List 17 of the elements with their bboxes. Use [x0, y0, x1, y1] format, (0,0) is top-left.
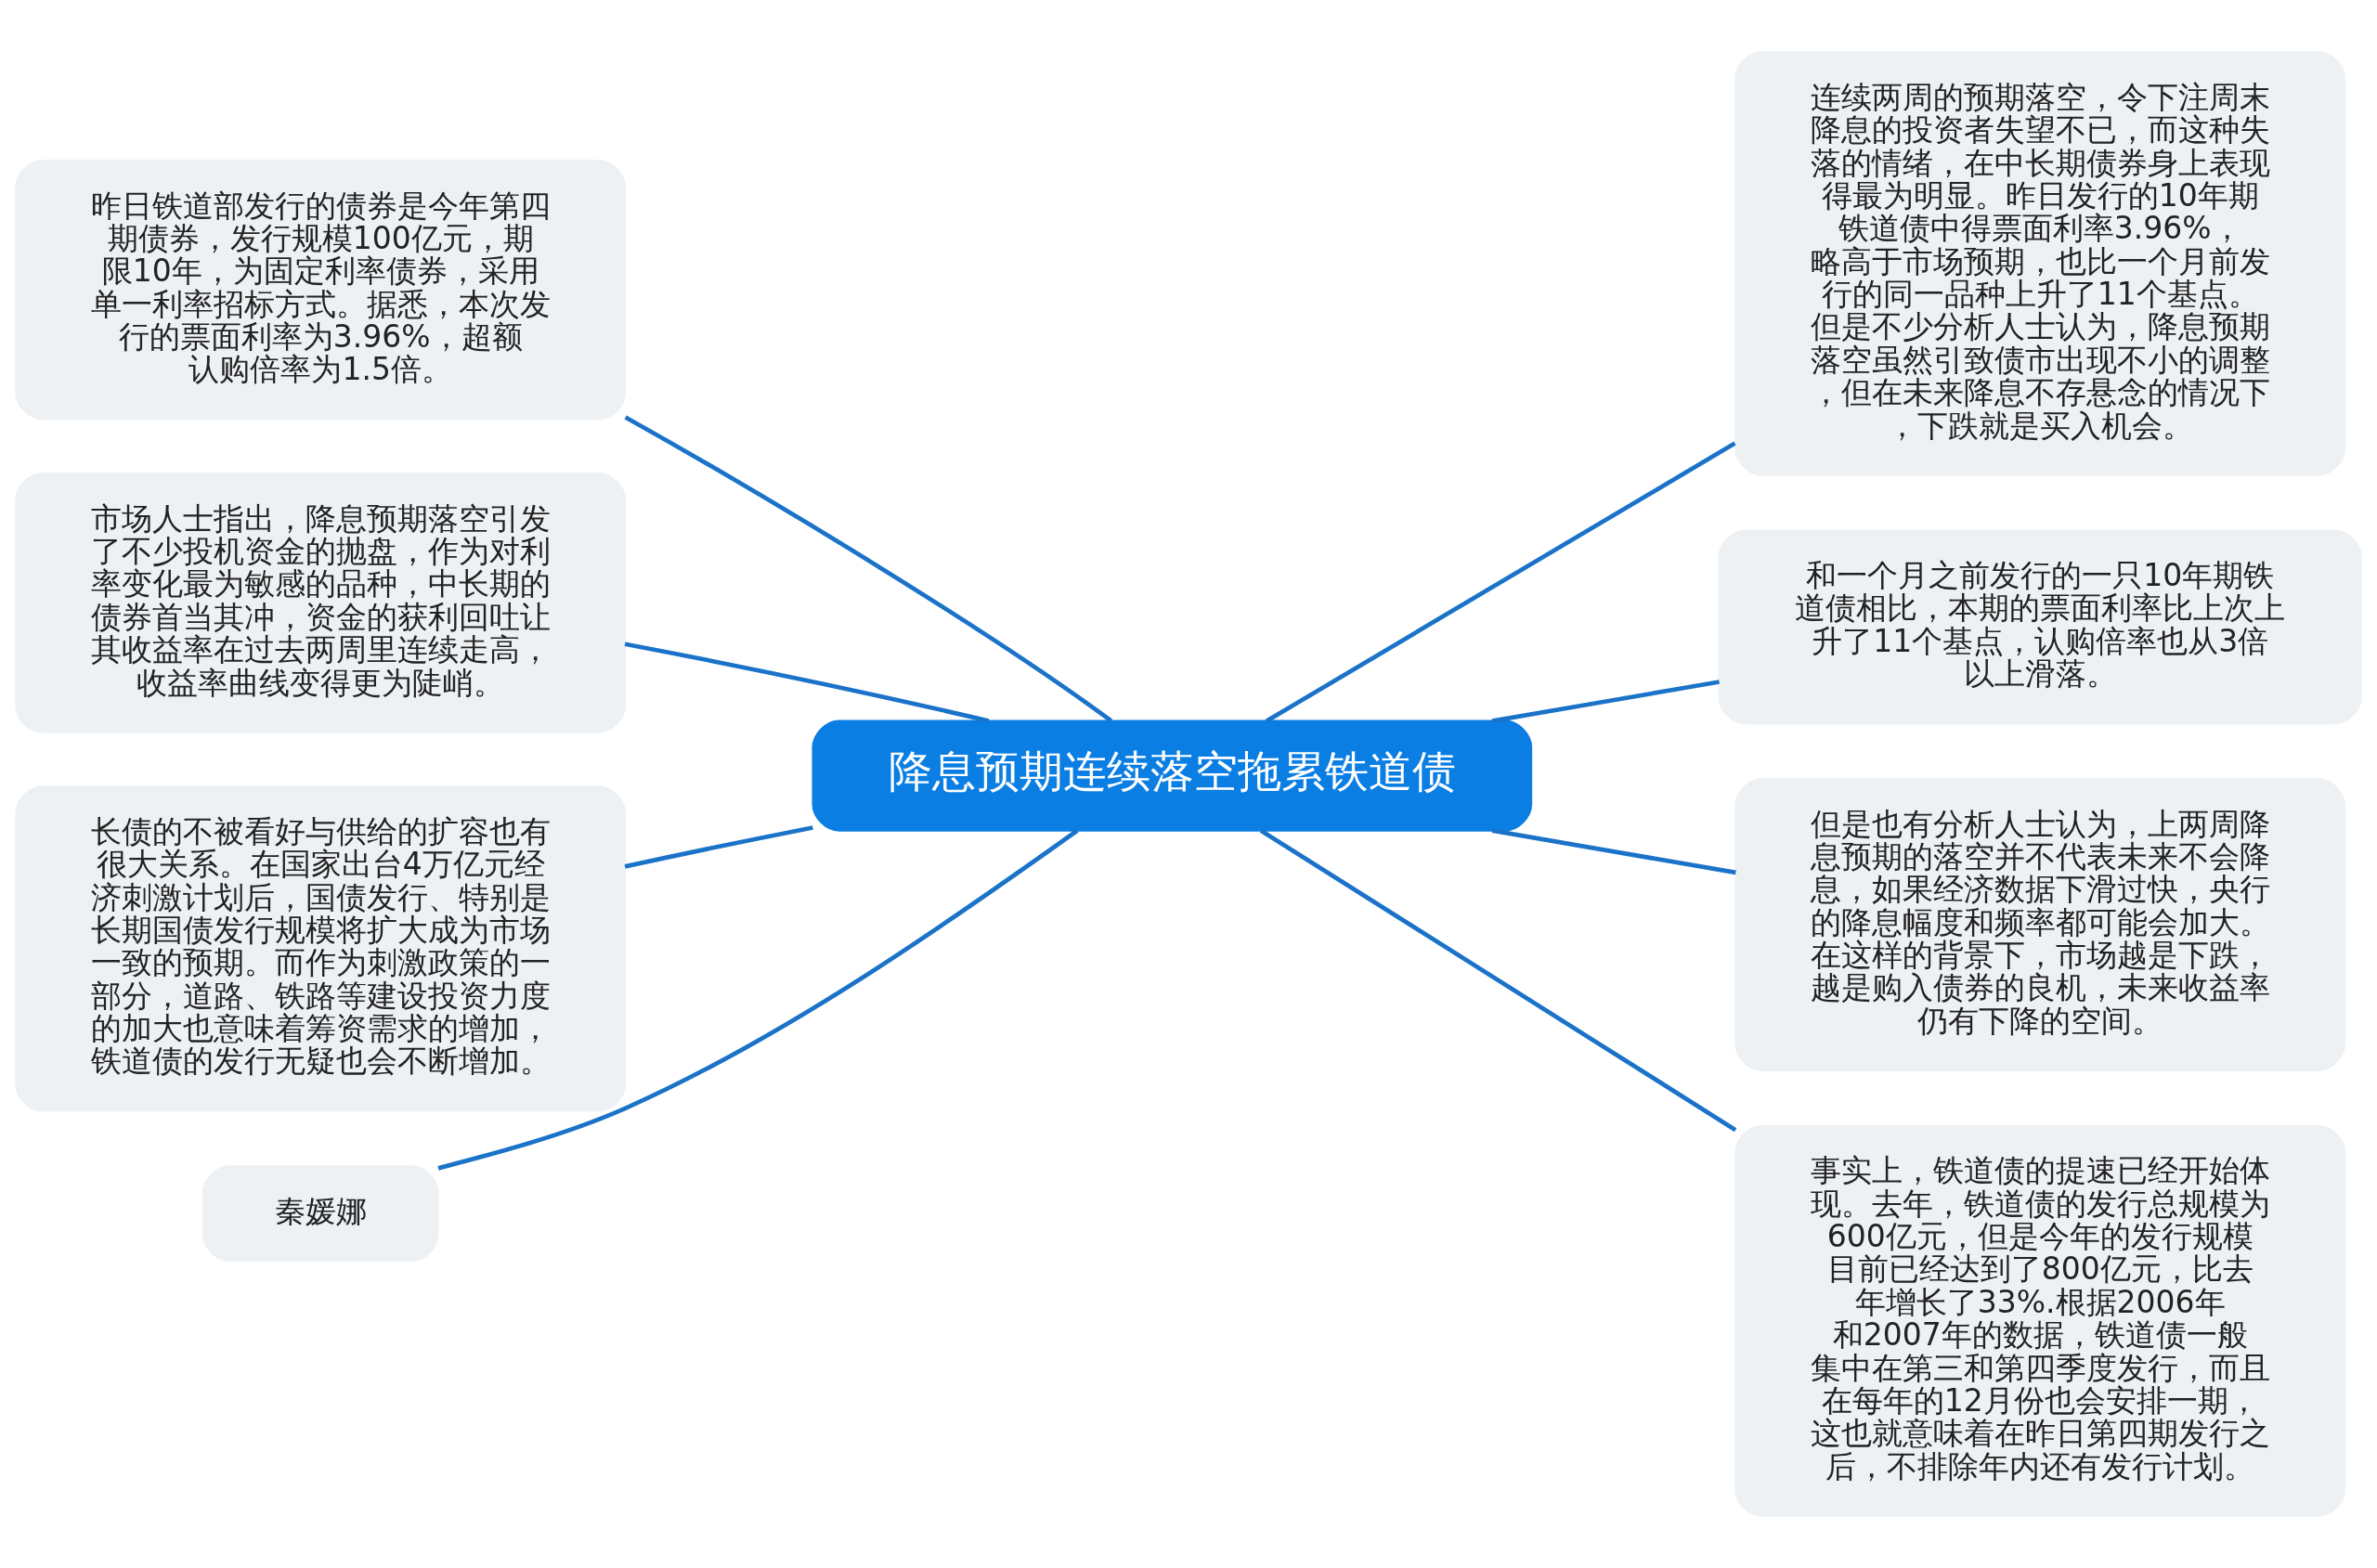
node-box: 秦媛娜	[201, 1165, 439, 1263]
node-box: 降息预期连续落空拖累铁道债	[812, 719, 1533, 832]
connector	[624, 825, 813, 869]
node-box: 事实上，铁道债的提速已经开始体现。去年，铁道债的发行总规模为600亿元，但是今年的发行规模目前已经达到了800亿元，比去年增长了33%.根据2006年和2007年的数据，铁道债一般集中在第三和第四季度发行，而且在每年的12月份也会安排一期，这也就意味着在昨日第四期发行之后，不排除年内还有发行计划。	[1734, 1124, 2346, 1517]
node-box: 昨日铁道部发行的债券是今年第四期债券，发行规模100亿元，期限10年，为固定利率债券，采用单一利率招标方式。据悉，本次发行的票面利率为3.96%，超额认购倍率为1.5倍。	[15, 159, 627, 421]
node-box: 连续两周的预期落空，令下注周末降息的投资者失望不已，而这种失落的情绪，在中长期债券身上表现得最为明显。昨日发行的10年期铁道债中得票面利率3.96%，略高于市场预期，也比一个月前发行的同一品种上升了11个基点。但是不少分析人士认为，降息预期落空虽然引致债市出现不小的调整，但在未来降息不存悬念的情况下，下跌就是买入机会。	[1734, 51, 2346, 476]
connector	[1491, 680, 1720, 723]
connector	[624, 415, 1113, 723]
connector	[1266, 441, 1736, 723]
node-box: 和一个月之前发行的一只10年期铁道债相比，本期的票面利率比上次上升了11个基点，认购倍率也从3倍以上滑落。	[1718, 529, 2362, 725]
node-box: 但是也有分析人士认为，上两周降息预期的落空并不代表未来不会降息，如果经济数据下滑过快，央行的降息幅度和频率都可能会加大。在这样的背景下，市场越是下跌，越是购入债券的良机，未来收益率仍有下降的空间。	[1734, 778, 2346, 1071]
connector	[624, 641, 990, 723]
connector	[437, 828, 1079, 1171]
connector	[1491, 828, 1736, 875]
connector	[1259, 828, 1737, 1133]
node-box: 长债的不被看好与供给的扩容也有很大关系。在国家出台4万亿元经济刺激计划后，国债发行、特别是长期国债发行规模将扩大成为市场一致的预期。而作为刺激政策的一部分，道路、铁路等建设投资力度的加大也意味着筹资需求的增加，铁道债的发行无疑也会不断增加。	[15, 785, 627, 1112]
node-box: 市场人士指出，降息预期落空引发了不少投机资金的抛盘，作为对利率变化最为敏感的品种，中长期的债券首当其冲，资金的获利回吐让其收益率在过去两周里连续走高，收益率曲线变得更为陡峭。	[15, 473, 627, 733]
